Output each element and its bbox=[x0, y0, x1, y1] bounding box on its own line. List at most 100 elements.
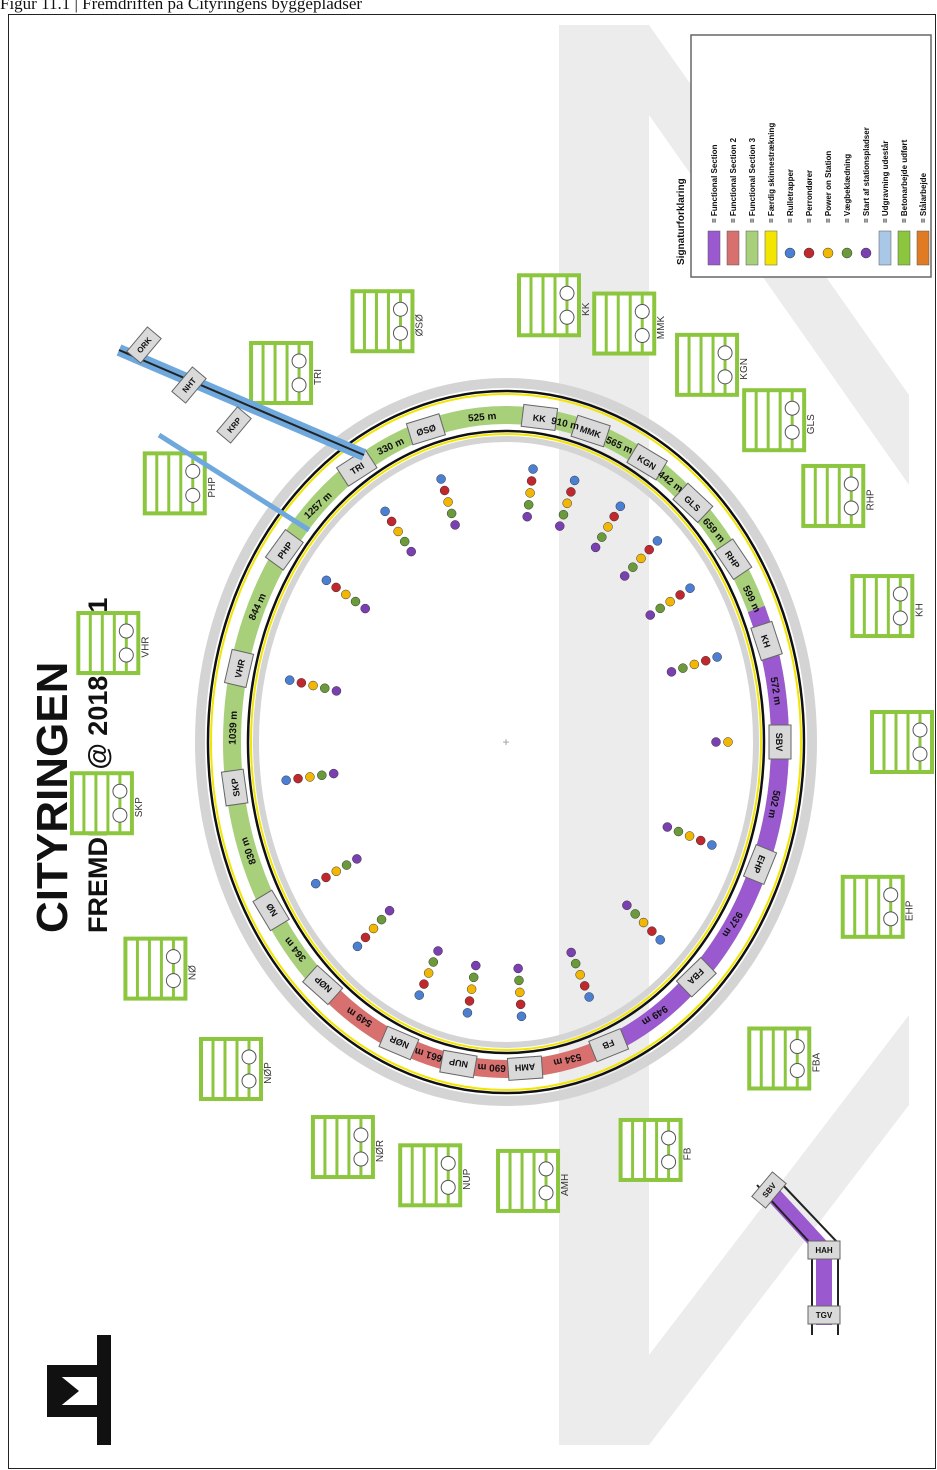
progress-dot bbox=[647, 926, 657, 936]
progress-dot bbox=[615, 501, 626, 512]
site-fb: FB bbox=[618, 1117, 694, 1182]
site-label: ØSØ bbox=[414, 314, 425, 336]
dots-vhr bbox=[284, 675, 342, 696]
progress-dot bbox=[579, 981, 590, 991]
svg-text:HAH: HAH bbox=[815, 1246, 833, 1255]
progress-dot bbox=[569, 475, 580, 486]
progress-dot bbox=[331, 686, 342, 696]
dots-nup bbox=[462, 960, 481, 1018]
station-boxes: SBVEHPFBAFBAMHNUPNØRNØPNØSKPVHRPHPTRIØSØ… bbox=[220, 403, 792, 1081]
legend-item: = Functional Section 3 bbox=[745, 137, 759, 266]
progress-dot bbox=[666, 667, 677, 677]
progress-dot bbox=[644, 544, 654, 555]
station-code-label: SKP bbox=[229, 778, 241, 798]
progress-dot bbox=[655, 603, 665, 614]
station-code-label: FB bbox=[600, 1037, 615, 1051]
progress-dot bbox=[685, 583, 695, 593]
station-box-skp: SKP bbox=[220, 768, 249, 807]
progress-dot bbox=[609, 511, 619, 522]
site-nup: NUP bbox=[398, 1143, 473, 1208]
site-kgn: KGN bbox=[675, 332, 750, 397]
svg-text:TGV: TGV bbox=[816, 1311, 833, 1320]
progress-dot bbox=[386, 516, 397, 527]
progress-dot bbox=[341, 589, 351, 600]
dots-amh bbox=[513, 963, 527, 1022]
progress-dot bbox=[308, 680, 318, 691]
figure-caption: Figur 11.1 | Fremdriften på Cityringens … bbox=[0, 0, 363, 13]
legend-item: = Start af stationspladser bbox=[860, 127, 872, 259]
legend-item-label: = Vægbeklædning bbox=[843, 154, 852, 223]
progress-dot bbox=[700, 655, 711, 666]
progress-dot bbox=[526, 476, 537, 486]
site-ehp: EHP bbox=[840, 874, 916, 939]
progress-dot bbox=[566, 947, 576, 958]
site-sbv: SBV bbox=[870, 710, 935, 774]
dots-nøp bbox=[352, 905, 395, 952]
dots-nør bbox=[414, 946, 443, 1000]
legend-item-label: = Functional Section 2 bbox=[729, 137, 738, 223]
site-rhp: RHP bbox=[801, 463, 876, 528]
progress-dot bbox=[464, 996, 475, 1006]
branch-station-tgv: TGV bbox=[807, 1305, 841, 1325]
progress-dot bbox=[296, 678, 307, 688]
progress-dot bbox=[414, 990, 425, 1000]
dots-ehp bbox=[662, 822, 717, 850]
progress-dot bbox=[443, 497, 453, 507]
progress-dot bbox=[321, 872, 331, 883]
dots-fb bbox=[566, 947, 594, 1002]
progress-dot bbox=[515, 999, 526, 1010]
progress-dot bbox=[689, 659, 700, 670]
dots-kk bbox=[522, 464, 538, 522]
dots-kh bbox=[666, 652, 722, 677]
site-label: PHP bbox=[207, 477, 218, 498]
svg-text:502 m: 502 m bbox=[765, 789, 781, 819]
branch-station-nht: NHT bbox=[171, 366, 207, 404]
legend-item-label: = Power on Station bbox=[824, 151, 833, 223]
legend-item-label: = Functional Section 3 bbox=[748, 137, 757, 223]
station-code-label: SBV bbox=[774, 733, 784, 752]
progress-dot bbox=[360, 603, 370, 614]
progress-dot bbox=[513, 963, 523, 974]
progress-dot bbox=[406, 546, 416, 557]
station-code-label: KH bbox=[759, 634, 773, 649]
progress-dot bbox=[399, 536, 410, 547]
site-label: AMH bbox=[560, 1174, 571, 1196]
ring-track: + bbox=[195, 378, 817, 1106]
site-kk: KK bbox=[516, 273, 592, 338]
segment-length-kh: 572 m bbox=[767, 676, 782, 706]
station-box-sbv: SBV bbox=[768, 724, 792, 760]
progress-dot bbox=[630, 909, 640, 919]
station-box-nør: NØR bbox=[378, 1025, 420, 1061]
progress-dot bbox=[352, 941, 363, 952]
station-box-kh: KH bbox=[750, 620, 783, 662]
progress-dot bbox=[423, 968, 434, 978]
branch-station-sbv: SBV bbox=[751, 1171, 787, 1209]
progress-dot bbox=[638, 917, 649, 928]
site-nø: NØ bbox=[123, 936, 198, 1001]
progress-dot bbox=[514, 975, 524, 986]
progress-dot bbox=[523, 500, 534, 510]
progress-dot bbox=[281, 775, 291, 786]
progress-dot bbox=[320, 683, 330, 693]
legend-title: Signaturforklaring bbox=[676, 178, 687, 265]
site-label: NØ bbox=[187, 965, 198, 980]
branch-station-hah: HAH bbox=[807, 1240, 841, 1260]
progress-dot bbox=[597, 532, 607, 542]
progress-dot bbox=[675, 590, 685, 600]
svg-text:690 m: 690 m bbox=[477, 1061, 506, 1073]
site-gls: GLS bbox=[742, 388, 817, 453]
site-label: KK bbox=[581, 302, 592, 316]
progress-dot bbox=[321, 575, 332, 586]
progress-dot bbox=[684, 831, 695, 841]
site-label: VHR bbox=[140, 636, 151, 657]
legend: Signaturforklaring= Functional Section= … bbox=[676, 34, 932, 278]
dots-mmk bbox=[555, 475, 580, 531]
site-mmk: MMK bbox=[592, 291, 667, 356]
progress-dot bbox=[619, 571, 630, 581]
outer-construction-sites: SBVEHPFBAFBAMHNUPNØRNØPNØSKPVHRPHPTRIØSØ… bbox=[69, 273, 935, 1213]
station-box-gls: GLS bbox=[672, 482, 714, 524]
site-label: TRI bbox=[313, 369, 324, 385]
dots-kgn bbox=[590, 501, 626, 553]
main-title: CITYRINGEN bbox=[28, 662, 77, 933]
